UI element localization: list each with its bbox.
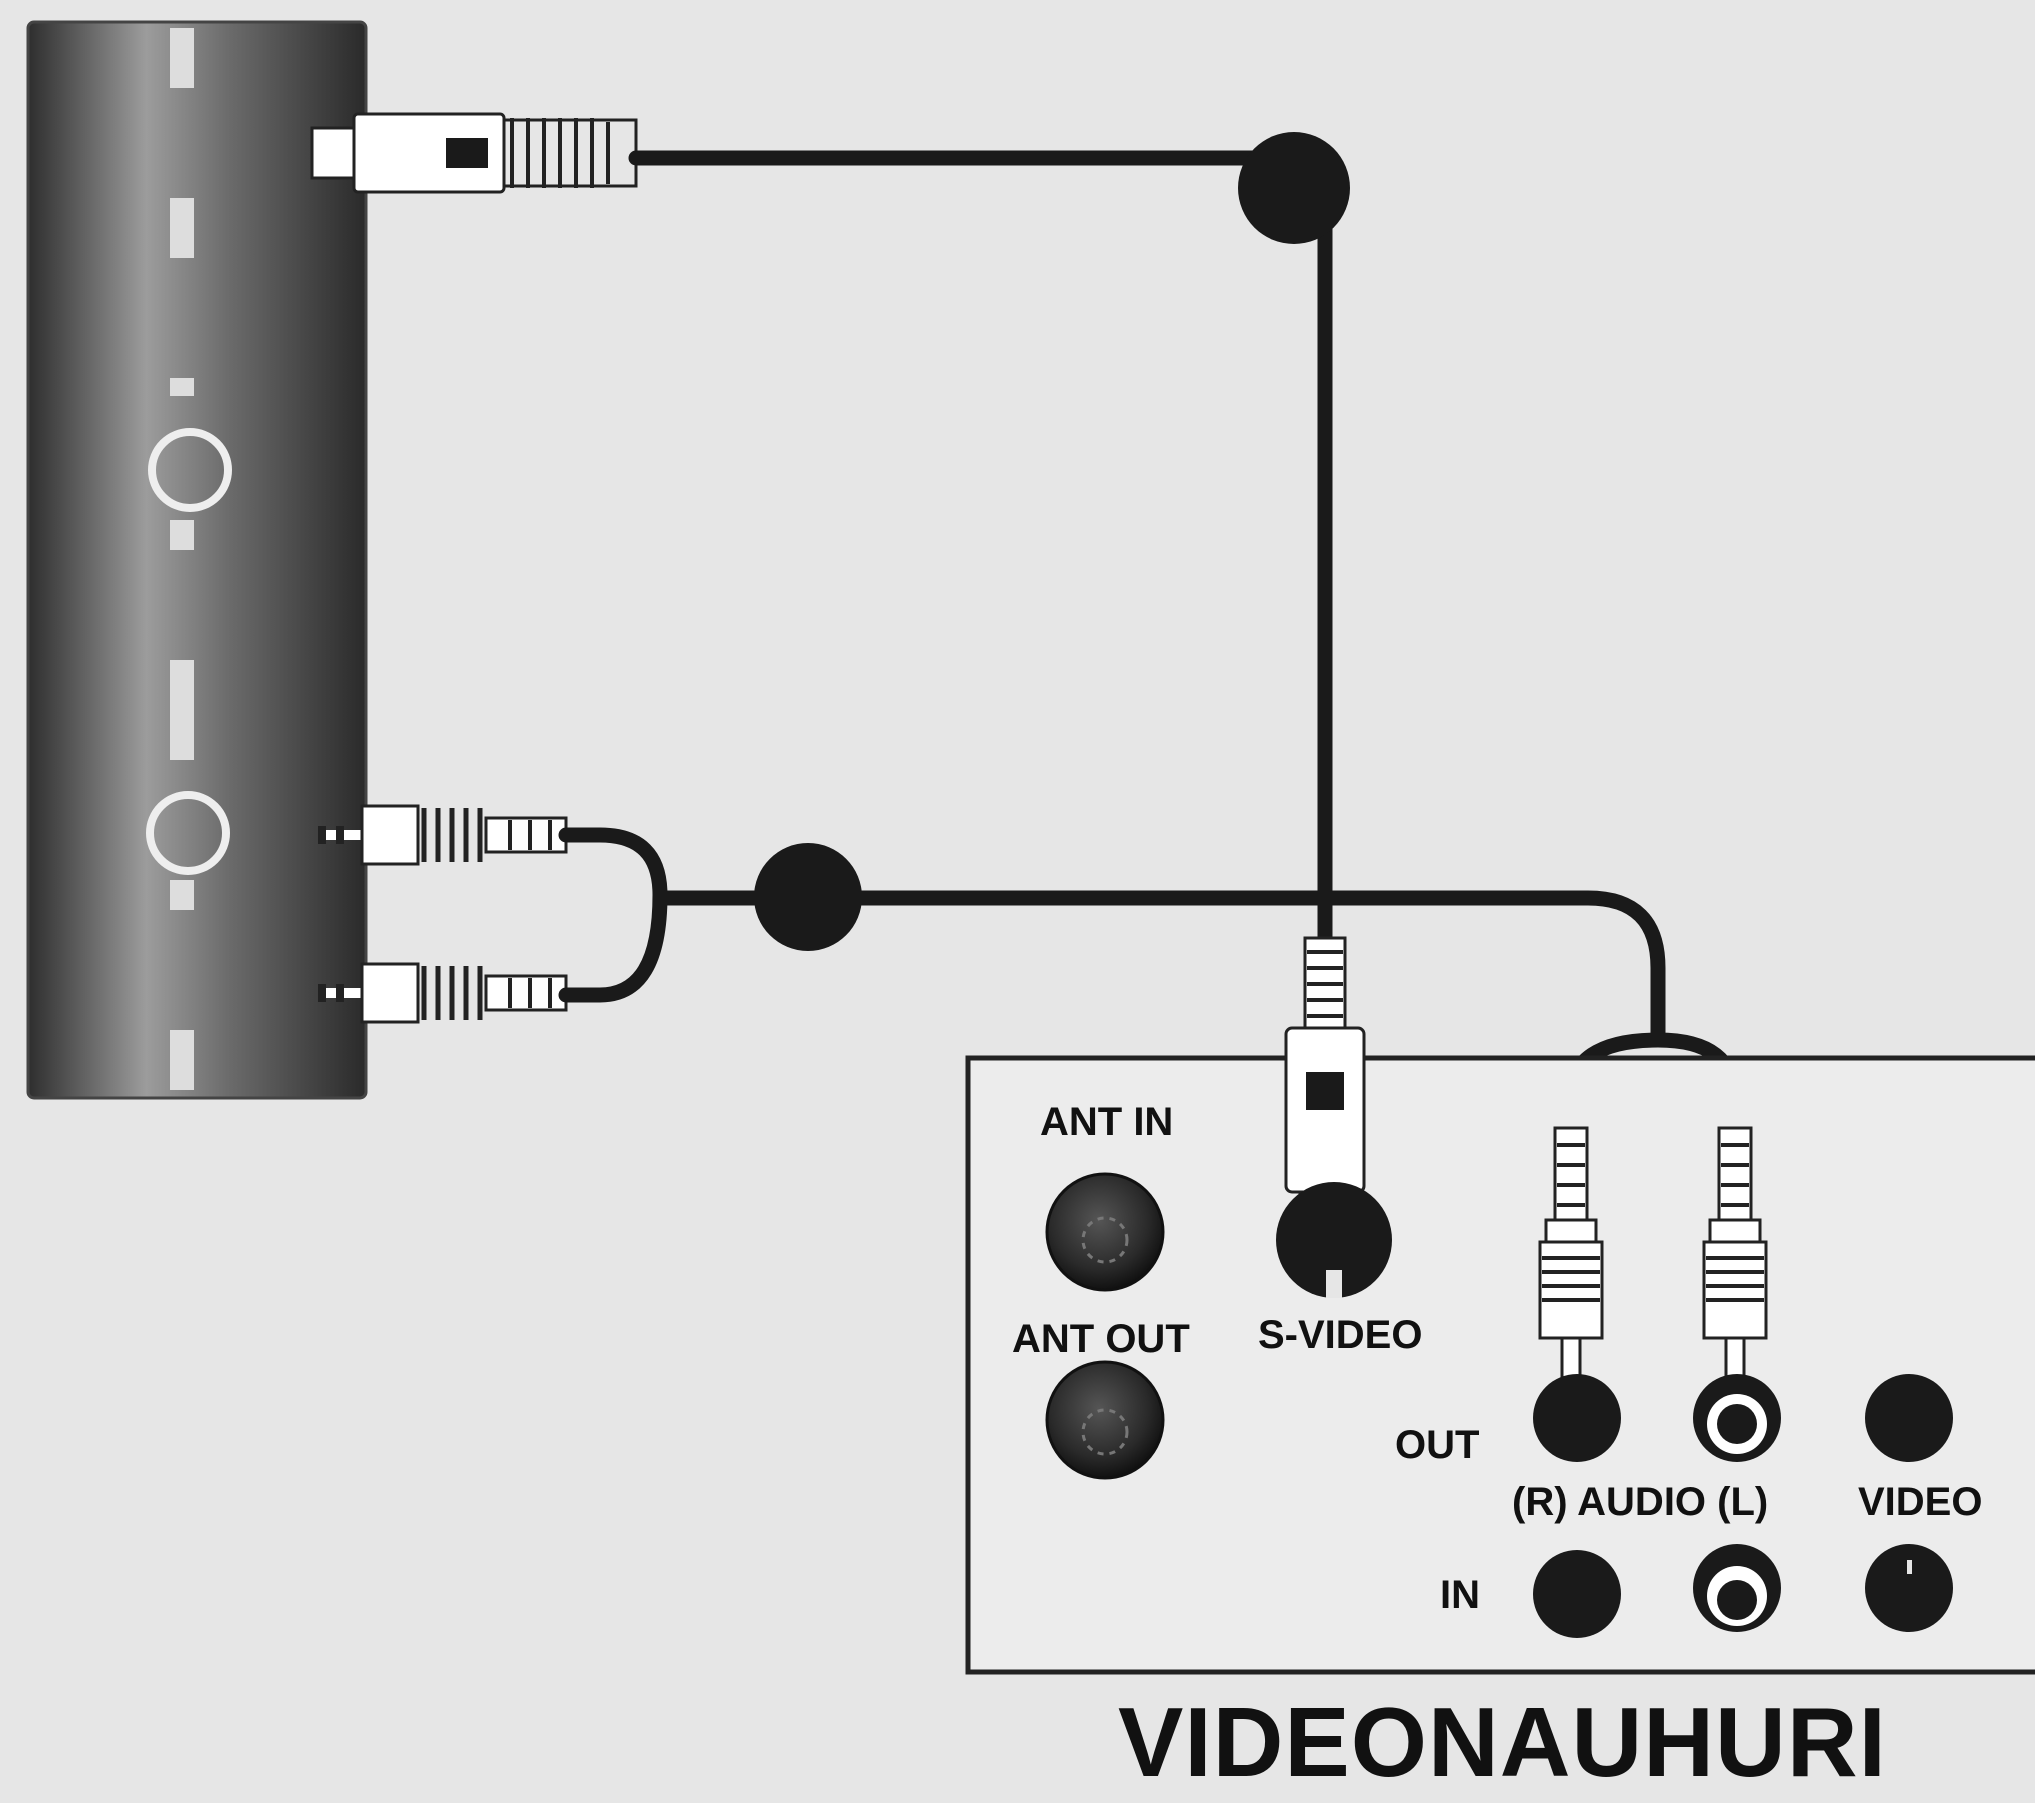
tv-round-jack-lower-icon — [146, 791, 230, 875]
s-video-jack-icon — [1276, 1182, 1392, 1298]
audio-out-right-jack-icon — [1533, 1374, 1621, 1462]
ant-in-coax-jack-icon — [1045, 1172, 1165, 1292]
tv-side-panel — [26, 20, 368, 1100]
audio-cable-marker-icon — [754, 843, 862, 951]
audio-label: (R) AUDIO (L) — [1512, 1480, 1768, 1524]
audio-out-left-jack-icon — [1693, 1374, 1781, 1462]
tv-rca-plug-upper-icon — [318, 804, 568, 866]
tv-s-video-plug-icon — [310, 112, 638, 194]
video-in-jack-icon — [1865, 1544, 1953, 1632]
ant-out-coax-jack-icon — [1045, 1360, 1165, 1480]
device-title: VIDEONAUHURI — [1118, 1687, 1887, 1797]
ant-in-label: ANT IN — [1040, 1100, 1173, 1144]
video-out-jack-icon — [1865, 1374, 1953, 1462]
s-video-cable — [628, 150, 1333, 948]
video-label: VIDEO — [1858, 1480, 1982, 1524]
vcr-rca-plug-right-icon — [1538, 1126, 1604, 1390]
out-label: OUT — [1395, 1423, 1479, 1467]
tv-round-jack-upper-icon — [148, 428, 232, 512]
s-video-label: S-VIDEO — [1258, 1313, 1422, 1357]
audio-in-right-jack-icon — [1533, 1550, 1621, 1638]
tv-rca-plug-lower-icon — [318, 962, 568, 1024]
ant-out-label: ANT OUT — [1012, 1317, 1190, 1361]
audio-in-left-jack-icon — [1693, 1544, 1781, 1632]
in-label: IN — [1440, 1573, 1480, 1617]
s-video-cable-marker-icon — [1238, 132, 1350, 244]
vcr-back-panel — [965, 1055, 2035, 1675]
